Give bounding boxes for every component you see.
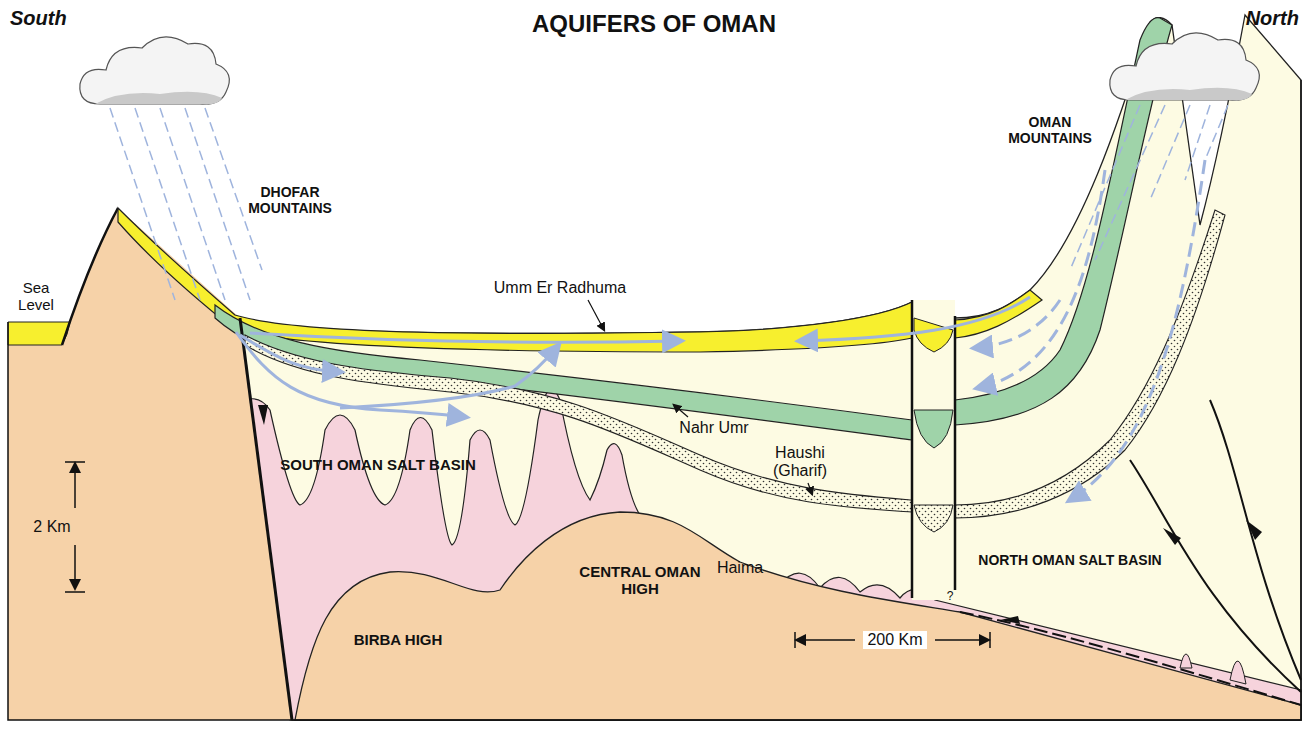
sea-level-band: [8, 322, 70, 345]
thrust-arrow: [1163, 528, 1181, 545]
flow-arrow-dashed: [975, 160, 1205, 500]
fault: [240, 318, 292, 720]
frame: [8, 80, 1301, 720]
diagram-title: AQUIFERS OF OMAN: [532, 10, 776, 38]
high-label: BIRBA HIGH: [354, 631, 443, 648]
formation-label: Haima: [717, 559, 763, 577]
cloud: [1110, 33, 1260, 101]
dhofar-block: [8, 208, 292, 720]
basin-label: NORTH OMAN SALT BASIN: [978, 552, 1161, 568]
mountain-label: DHOFAR MOUNTAINS: [235, 184, 345, 216]
rain: [110, 105, 1228, 300]
direction-label: North: [1246, 7, 1299, 30]
fault-arrow: [258, 405, 268, 425]
thrust: [1130, 460, 1301, 692]
leader: [808, 483, 812, 494]
aquifer-label: Haushi (Gharif): [760, 444, 840, 481]
aquifer-label: Nahr Umr: [679, 419, 748, 437]
haushi-layer: [245, 335, 912, 512]
basement: [295, 512, 1301, 720]
high-label: CENTRAL OMAN HIGH: [575, 563, 705, 598]
salt-spike: [1180, 654, 1192, 668]
direction-label: South: [10, 7, 67, 30]
query-mark: ?: [947, 590, 954, 604]
thrust-arrow: [1246, 520, 1262, 540]
aquifer-label: Umm Er Radhuma: [494, 279, 626, 297]
graben-drop: [914, 410, 953, 448]
scale-bar: [65, 462, 990, 648]
fault: [954, 316, 957, 590]
scale-label: 2 Km: [33, 518, 70, 536]
leader: [674, 405, 688, 417]
thrust: [1210, 400, 1301, 680]
scale-label: 200 Km: [863, 631, 926, 649]
basin-label: SOUTH OMAN SALT BASIN: [280, 456, 476, 473]
thrust-arrow: [1000, 616, 1020, 624]
leader: [588, 300, 604, 330]
graben: [912, 300, 955, 600]
fault: [911, 300, 914, 598]
salt-spike: [1230, 661, 1246, 684]
thrust: [960, 612, 1301, 705]
graben-drop: [914, 318, 953, 352]
sea-level-label: Sea Level: [10, 279, 62, 314]
mountain-label: OMAN MOUNTAINS: [995, 114, 1105, 146]
haushi-layer: [955, 210, 1225, 518]
mountain-outline: [62, 208, 118, 345]
graben-drop: [914, 505, 953, 532]
cloud: [80, 37, 230, 105]
flow-arrow: [236, 297, 1030, 417]
